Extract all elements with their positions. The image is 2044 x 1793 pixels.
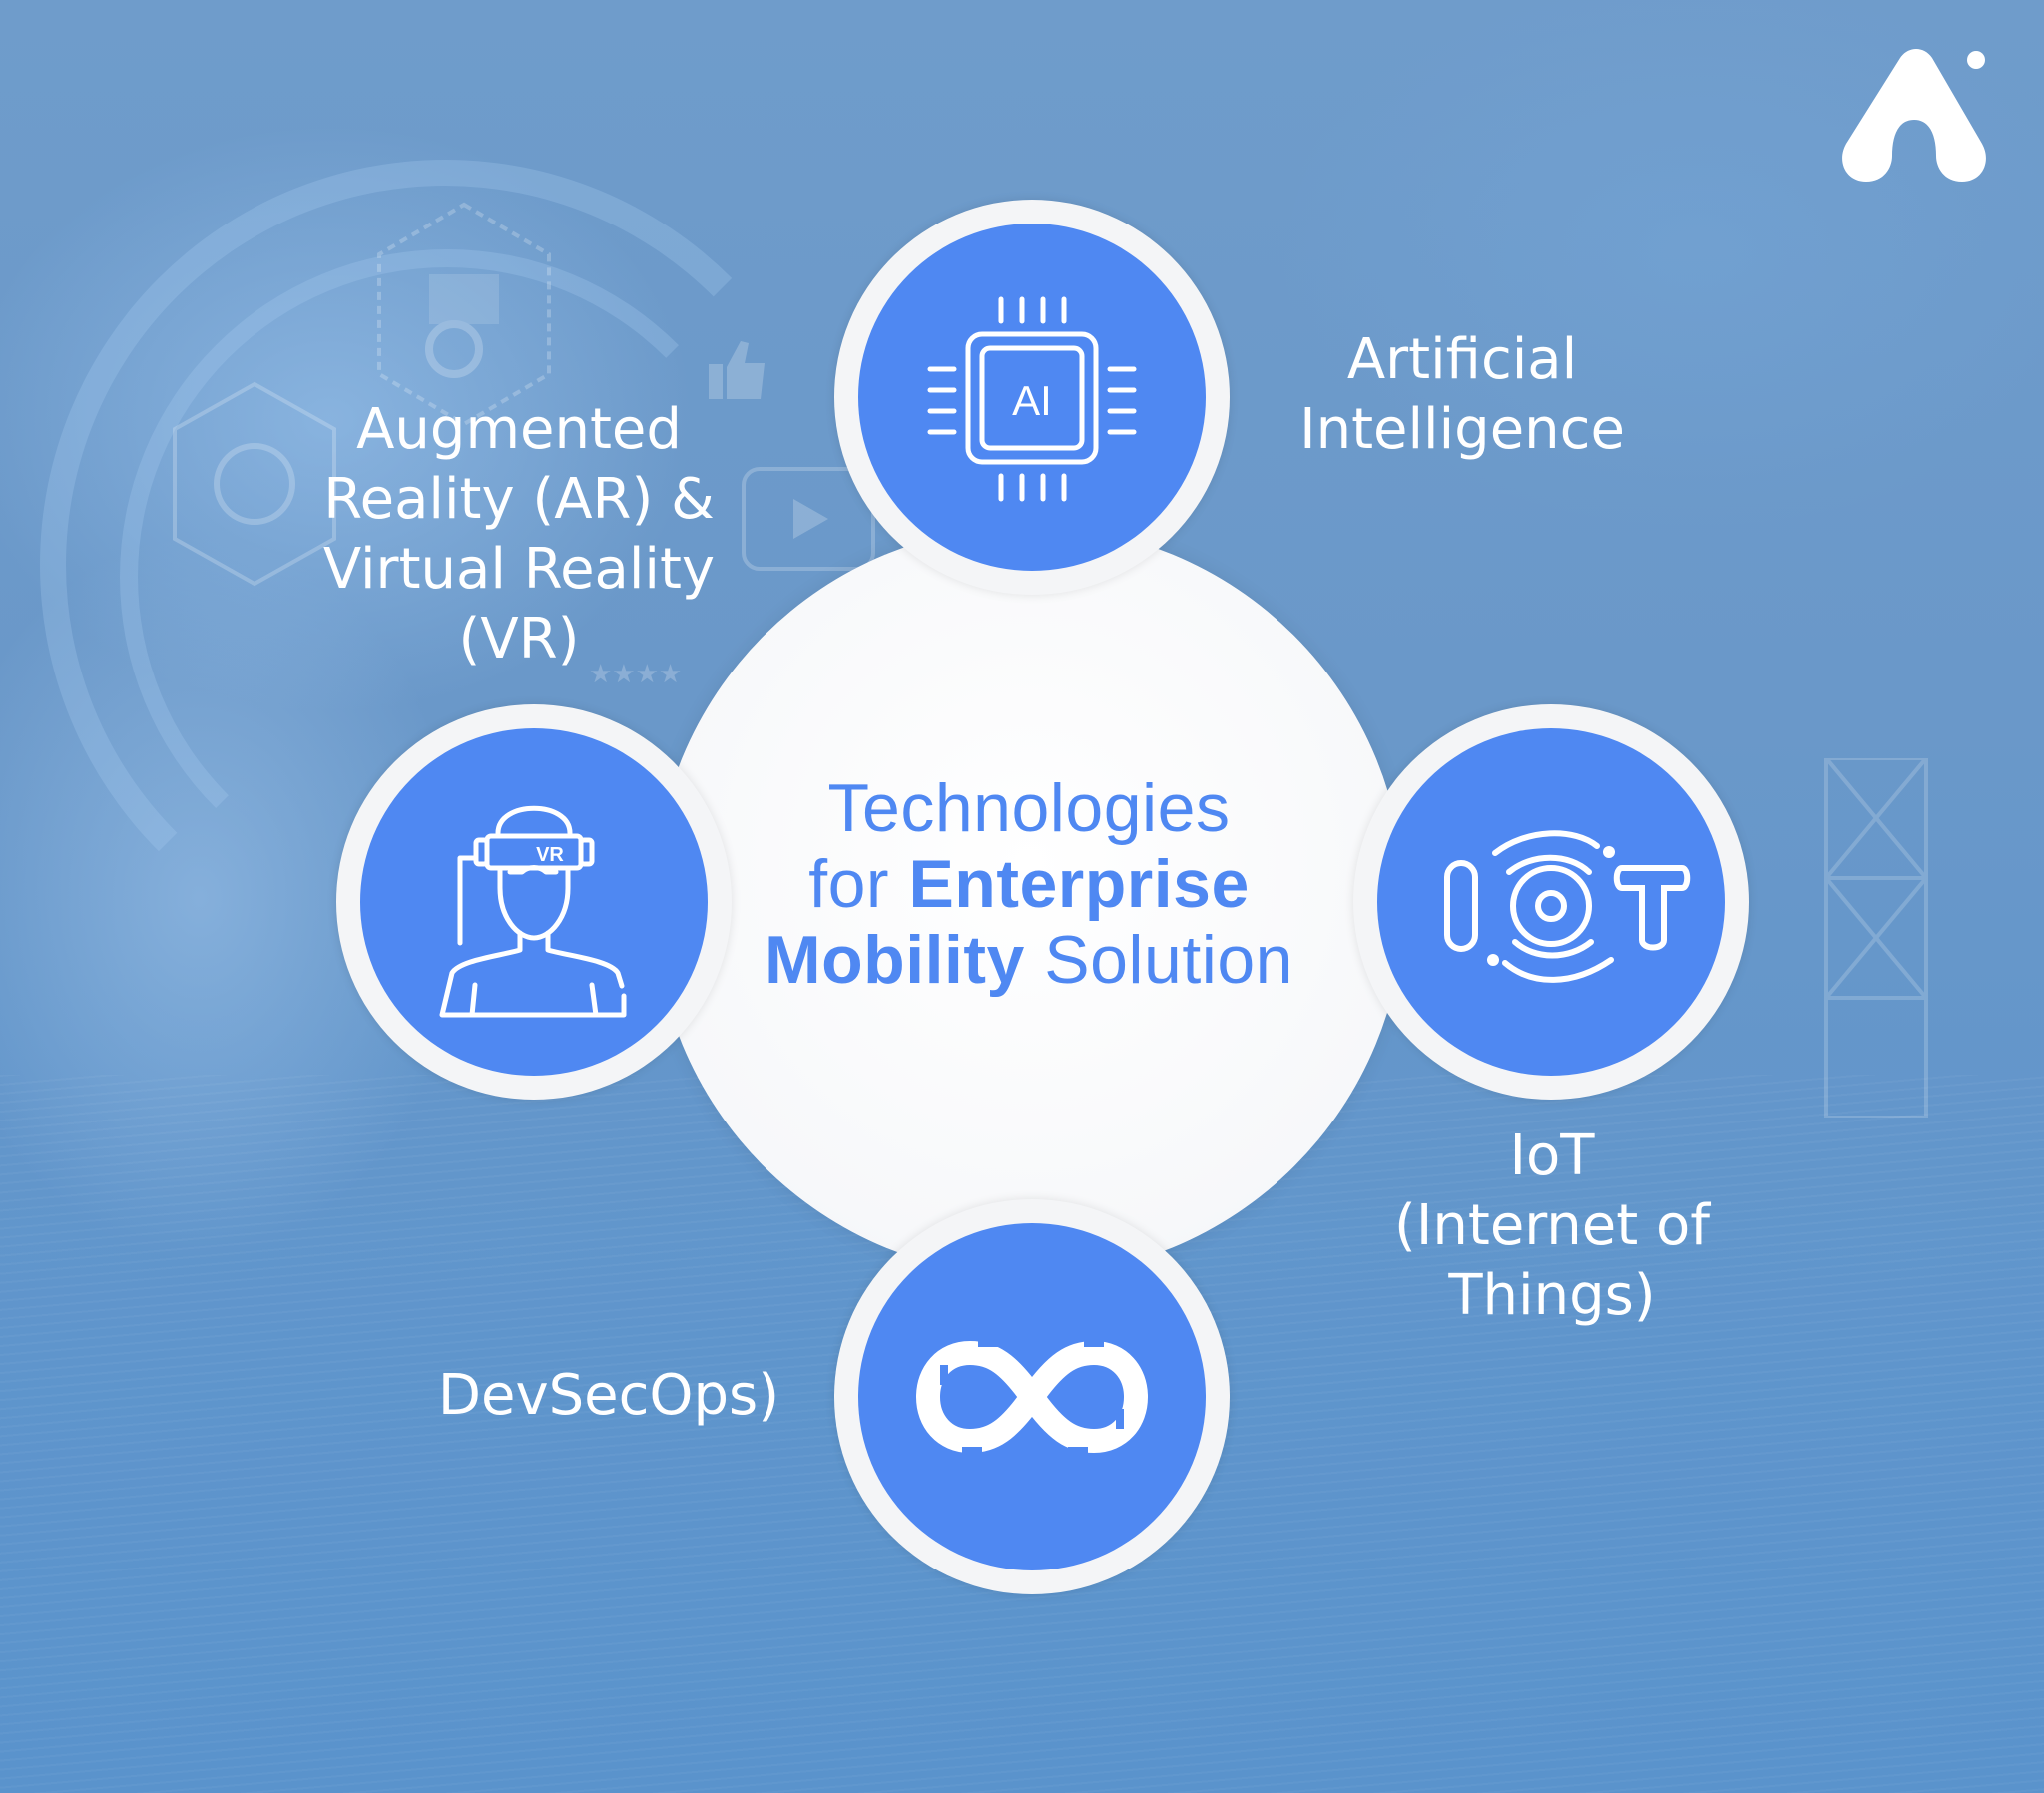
node-iot-badge: [1377, 728, 1725, 1076]
node-ai-badge: AI: [858, 224, 1206, 571]
node-iot: [1353, 704, 1749, 1100]
center-title-emphasis-mobility: Mobility: [765, 922, 1025, 998]
background-city-tower: [1824, 758, 1928, 1118]
background-thumbs-up-icon: [709, 341, 765, 399]
iot-signal-icon: [1444, 830, 1691, 983]
center-title: Technologies for Enterprise Mobility Sol…: [654, 770, 1404, 998]
svg-text:AI: AI: [1012, 377, 1052, 424]
background-hexagon-email-icon: [377, 202, 551, 427]
ai-chip-icon: AI: [927, 296, 1137, 502]
infinity-loop-icon: [915, 1340, 1149, 1454]
node-ar-vr: VR: [336, 704, 732, 1100]
center-title-line3: Mobility Solution: [765, 922, 1293, 998]
background-hexagon-play-icon: [742, 467, 875, 571]
label-devsecops: DevSecOps): [437, 1363, 780, 1428]
center-title-line1: Technologies: [827, 770, 1231, 846]
center-hub-circle: [654, 526, 1404, 1276]
node-ar-vr-badge: VR: [360, 728, 708, 1076]
center-title-emphasis-enterprise: Enterprise: [908, 846, 1250, 922]
node-artificial-intelligence: AI: [834, 200, 1230, 595]
svg-text:★★★★: ★★★★: [589, 660, 682, 688]
center-title-line2: for Enterprise: [808, 846, 1250, 922]
svg-text:VR: VR: [536, 844, 564, 866]
label-iot: IoT (Internet of Things): [1394, 1123, 1710, 1328]
label-artificial-intelligence: Artificial Intelligence: [1299, 327, 1625, 462]
vr-headset-person-icon: VR: [439, 805, 627, 1018]
node-devsecops: [834, 1199, 1230, 1594]
background-hexagon-chat-icon: [173, 381, 336, 587]
label-ar-vr: Augmented Reality (AR) & Virtual Reality…: [322, 397, 716, 672]
node-devsecops-badge: [858, 1223, 1206, 1570]
background-rating-stars-icon: ★★★★: [589, 660, 682, 688]
brand-logo-icon: [1842, 49, 1986, 182]
